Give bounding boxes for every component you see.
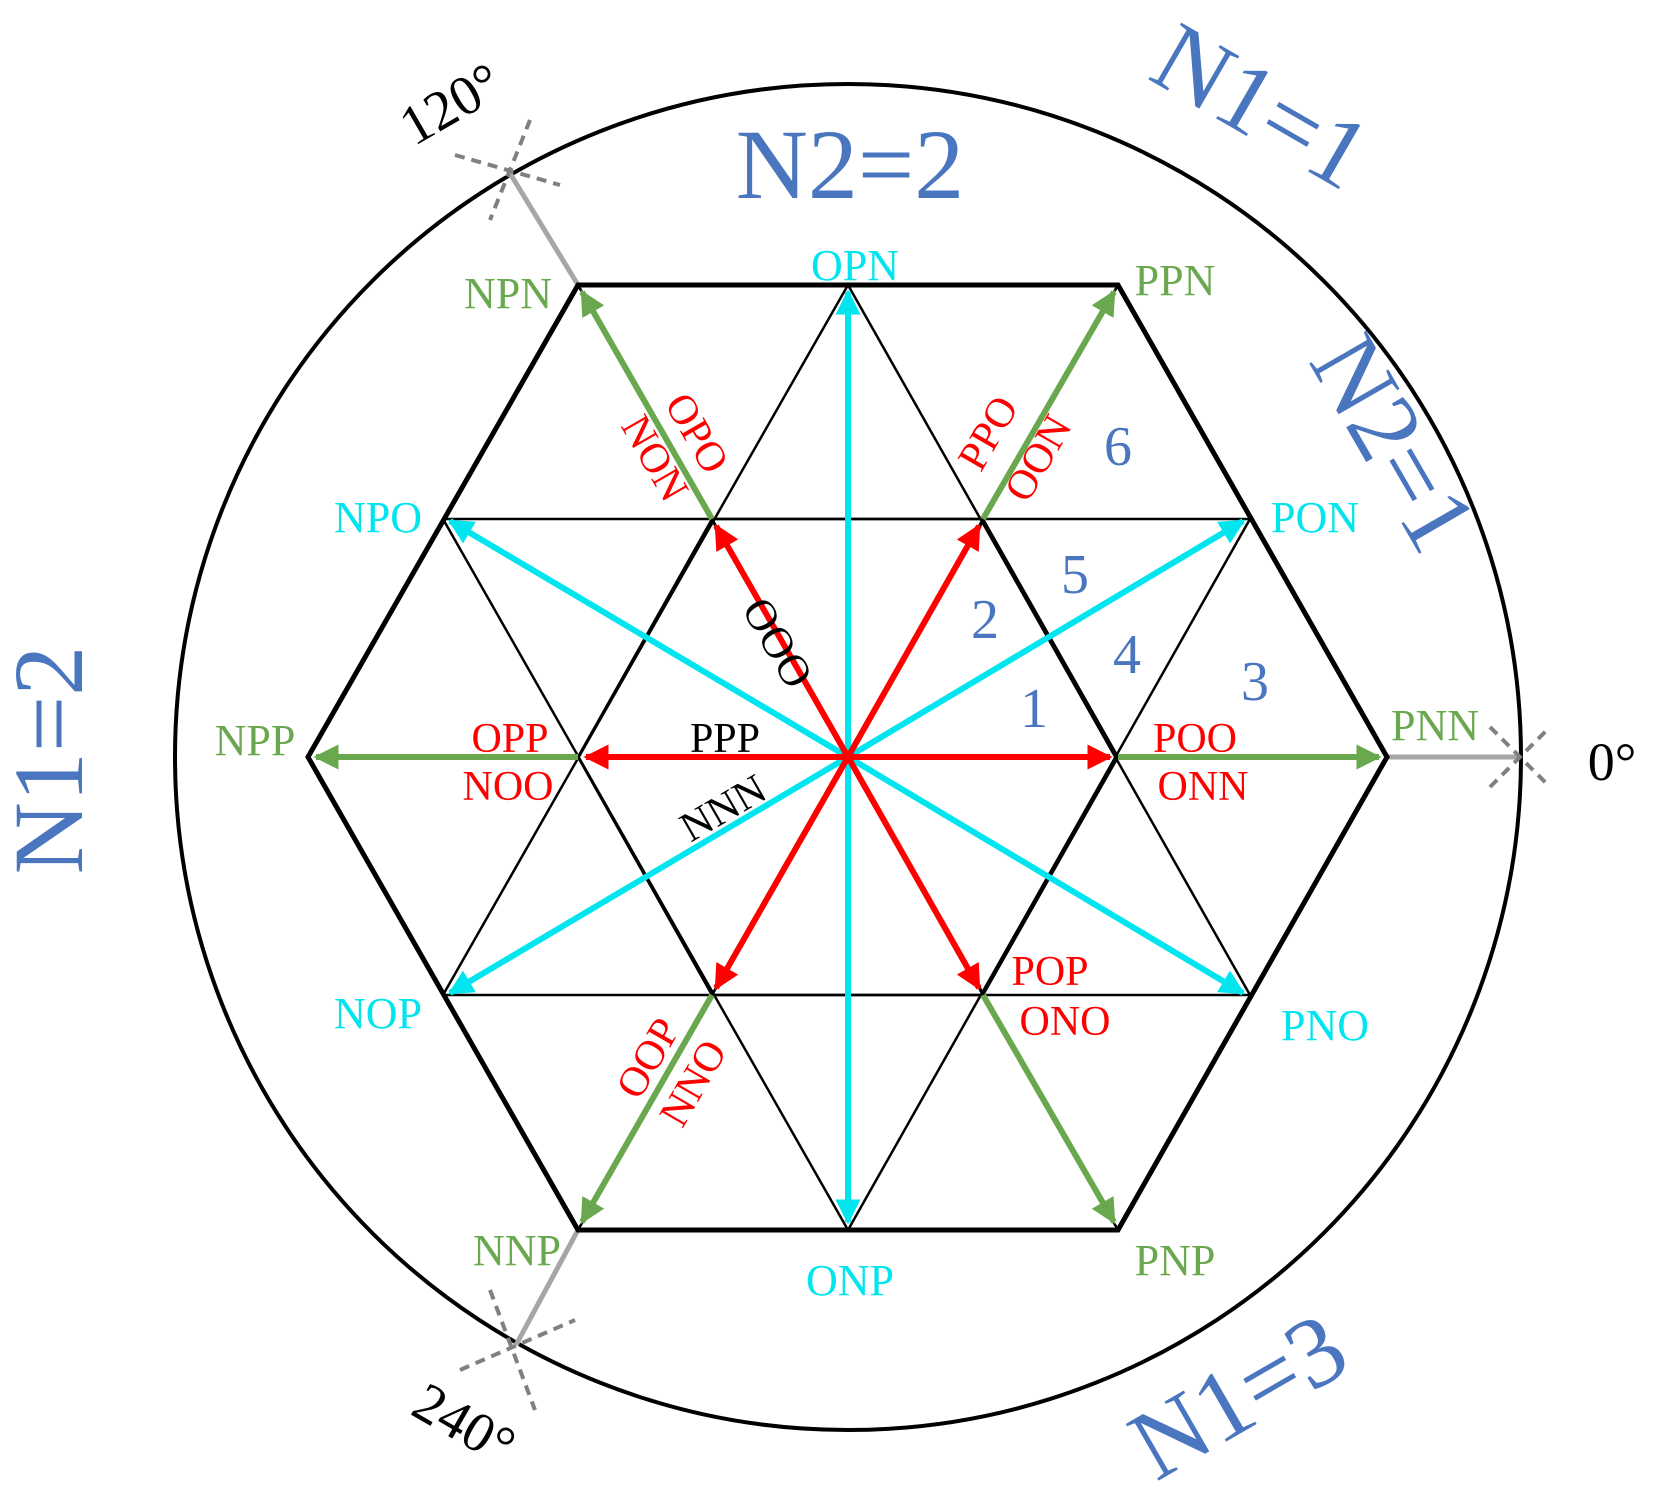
large-vector-nnp — [579, 993, 715, 1225]
medium-vector-nop — [447, 754, 850, 996]
subregion-4-label: 4 — [1113, 624, 1141, 686]
region-n1-2-label: N1=2 — [0, 646, 104, 875]
small-vector-ppo — [845, 523, 982, 759]
outer-hexagon — [305, 282, 1390, 1233]
angle-0-label: 0° — [1588, 732, 1637, 792]
region-n2-2-label: N2=2 — [736, 109, 965, 220]
large-vector-ppn — [980, 289, 1117, 521]
small-vector-ono-label: ONO — [1020, 999, 1111, 1045]
large-vector-npn-label: NPN — [464, 269, 552, 318]
axis-marker-240 — [459, 1289, 576, 1411]
medium-vector-npo-label: NPO — [334, 493, 422, 542]
small-vector-oop — [713, 755, 851, 991]
subregion-2-label: 2 — [971, 589, 999, 651]
zero-vector-ooo-label: OOO — [733, 589, 823, 696]
small-vector-pop-label: POP — [1011, 949, 1088, 995]
axis-marker-0 — [1488, 725, 1552, 789]
large-vector-pnp — [980, 993, 1117, 1225]
region-n1-1-label: N1=1 — [1135, 1, 1388, 211]
small-vector-noo-label: NOO — [463, 764, 554, 810]
large-vector-nnp-label: NNP — [473, 1226, 561, 1275]
medium-vector-npo — [447, 518, 850, 760]
large-vector-ppn-label: PPN — [1135, 256, 1216, 305]
medium-vector-onp-label: ONP — [806, 1256, 894, 1305]
axis-marker-120 — [454, 119, 561, 221]
zero-vector-nnn-label: NNN — [673, 766, 775, 851]
small-vector-onn-label: ONN — [1158, 764, 1249, 810]
large-vector-pnp-label: PNP — [1135, 1236, 1216, 1285]
large-vector-npn — [579, 289, 715, 521]
small-vector-arrows — [583, 523, 1113, 991]
small-vector-opo — [713, 523, 851, 759]
medium-vector-pno-label: PNO — [1281, 1001, 1369, 1050]
subregion-5-label: 5 — [1061, 544, 1089, 606]
zero-vector-ppp-label: PPP — [690, 716, 760, 762]
medium-vector-opn-label: OPN — [811, 241, 899, 290]
large-vector-npp-label: NPP — [215, 716, 296, 765]
medium-vector-arrows — [447, 289, 1246, 1225]
medium-vector-pon — [846, 518, 1246, 760]
small-vector-poo-label: POO — [1153, 716, 1237, 762]
axis-120-line — [505, 168, 581, 287]
angle-240-label: 240° — [402, 1371, 525, 1478]
small-vector-opp-label: OPP — [471, 716, 548, 762]
large-vector-arrows — [313, 289, 1382, 1225]
axis-240-line — [513, 1228, 581, 1347]
medium-vector-pno — [846, 754, 1246, 996]
subregion-1-label: 1 — [1020, 678, 1048, 740]
subregion-6-label: 6 — [1104, 416, 1132, 478]
large-vector-pnn-label: PNN — [1391, 701, 1479, 750]
medium-vector-nop-label: NOP — [334, 989, 422, 1038]
medium-vector-pon-label: PON — [1271, 493, 1359, 542]
small-vector-pop — [845, 755, 982, 991]
region-n1-3-label: N1=3 — [1112, 1291, 1365, 1495]
subregion-3-label: 3 — [1241, 651, 1269, 713]
angle-120-label: 120° — [389, 51, 512, 158]
